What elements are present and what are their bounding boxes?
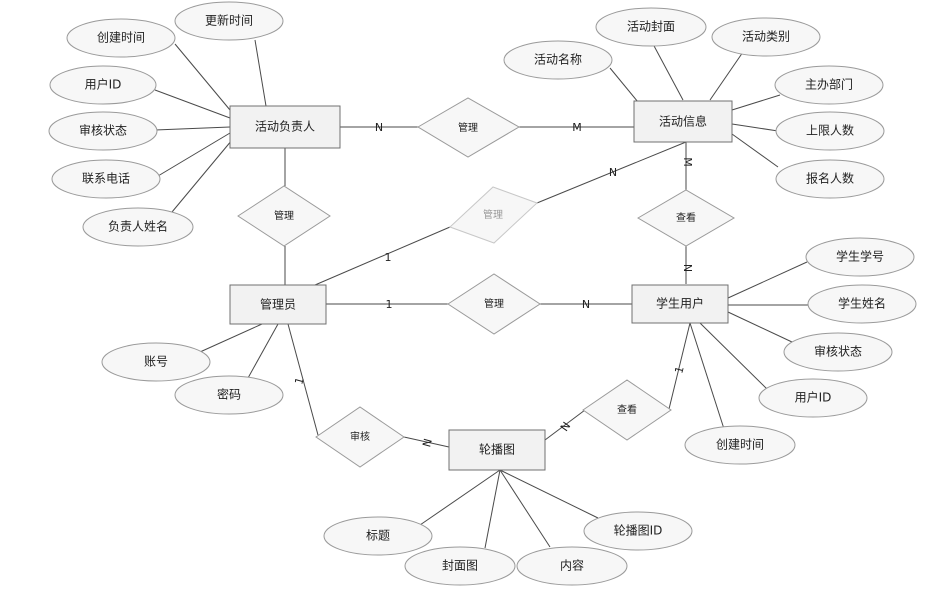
svg-text:主办部门: 主办部门 — [805, 77, 853, 92]
student-attributes: 学生学号 学生姓名 审核状态 用户ID 创建时间 — [684, 237, 917, 465]
cardinality-carousel-view: N — [558, 420, 573, 434]
attribute-owner-name: 负责人姓名 — [82, 207, 194, 247]
svg-text:管理: 管理 — [458, 121, 478, 134]
svg-text:查看: 查看 — [617, 403, 637, 416]
activity-attributes: 活动名称 活动封面 活动类别 主办部门 上限人数 报名人数 — [503, 7, 885, 199]
attribute-title: 标题 — [323, 516, 433, 556]
entities: 活动负责人 活动信息 管理员 学生用户 轮播图 — [229, 100, 733, 471]
attribute-activity-category: 活动类别 — [711, 17, 821, 57]
svg-text:负责人姓名: 负责人姓名 — [108, 219, 168, 234]
svg-text:学生学号: 学生学号 — [836, 249, 884, 264]
attribute-carousel-id: 轮播图ID — [583, 511, 693, 551]
cardinality-activity-manage: M — [572, 121, 582, 134]
relationship-student-view-carousel: 查看 — [582, 379, 672, 441]
relationship-student-view-activity: 查看 — [637, 189, 735, 247]
relationship-admin-manage-activity: 管理 — [449, 186, 538, 244]
attribute-password: 密码 — [174, 375, 284, 415]
cardinality-student-admin-manage: N — [582, 298, 590, 311]
cardinality-admin-review: 1 — [292, 376, 306, 386]
svg-text:管理: 管理 — [483, 208, 503, 221]
relationship-admin-manage-owner: 管理 — [237, 185, 331, 247]
attribute-user-id: 用户ID — [49, 65, 157, 105]
attribute-student-user-id: 用户ID — [758, 378, 868, 418]
svg-text:管理: 管理 — [484, 297, 504, 310]
svg-text:活动封面: 活动封面 — [627, 20, 675, 34]
svg-text:学生姓名: 学生姓名 — [838, 296, 886, 311]
entity-activity-info: 活动信息 — [633, 100, 733, 143]
attribute-student-name: 学生姓名 — [807, 284, 917, 324]
attribute-activity-cover: 活动封面 — [595, 7, 707, 47]
svg-text:更新时间: 更新时间 — [205, 13, 253, 28]
owner-attributes: 创建时间 更新时间 用户ID 审核状态 联系电话 负责人姓名 — [48, 1, 284, 247]
svg-text:内容: 内容 — [560, 558, 584, 573]
svg-text:用户ID: 用户ID — [85, 77, 122, 92]
svg-text:创建时间: 创建时间 — [716, 438, 764, 452]
attribute-created-time: 创建时间 — [66, 18, 176, 58]
attribute-signup-count: 报名人数 — [775, 159, 885, 199]
svg-text:轮播图ID: 轮播图ID — [614, 524, 663, 538]
svg-text:账号: 账号 — [144, 355, 168, 369]
cardinality-activity-admin-manage: N — [609, 166, 617, 179]
svg-text:活动类别: 活动类别 — [742, 30, 790, 44]
svg-text:上限人数: 上限人数 — [806, 123, 854, 138]
svg-text:活动名称: 活动名称 — [534, 52, 582, 67]
svg-text:查看: 查看 — [676, 211, 696, 224]
svg-text:轮播图: 轮播图 — [479, 443, 515, 457]
svg-text:报名人数: 报名人数 — [806, 171, 854, 186]
svg-text:联系电话: 联系电话 — [82, 172, 130, 186]
attribute-student-number: 学生学号 — [805, 237, 915, 277]
cardinality-carousel-review: N — [420, 437, 435, 448]
svg-text:活动负责人: 活动负责人 — [255, 120, 315, 134]
attribute-student-review-status: 审核状态 — [783, 332, 893, 372]
svg-text:标题: 标题 — [366, 529, 390, 543]
svg-text:审核状态: 审核状态 — [814, 344, 862, 359]
svg-text:用户ID: 用户ID — [795, 390, 832, 405]
attribute-host-dept: 主办部门 — [774, 65, 884, 105]
svg-text:管理员: 管理员 — [260, 297, 296, 312]
svg-text:审核状态: 审核状态 — [79, 123, 127, 138]
admin-attributes: 账号 密码 — [101, 342, 284, 415]
svg-text:学生用户: 学生用户 — [656, 296, 704, 311]
relationship-admin-manage-student: 管理 — [447, 273, 541, 335]
relationship-owner-manage-activity: 管理 — [417, 97, 520, 158]
entity-student-user: 学生用户 — [631, 284, 729, 324]
cardinality-student-view: N — [681, 264, 694, 272]
attribute-content: 内容 — [516, 546, 628, 586]
connector-lines — [154, 39, 810, 549]
svg-text:活动信息: 活动信息 — [659, 114, 707, 129]
attribute-student-created-time: 创建时间 — [684, 425, 796, 465]
relationships: 管理 管理 管理 查看 管理 审核 查看 — [237, 97, 735, 468]
cardinality-activity-view: M — [681, 157, 694, 167]
entity-activity-owner: 活动负责人 — [229, 105, 341, 149]
svg-text:创建时间: 创建时间 — [97, 31, 145, 45]
cardinality-owner-manage: N — [375, 121, 383, 134]
attribute-review-status: 审核状态 — [48, 111, 158, 151]
attribute-max-people: 上限人数 — [775, 111, 885, 151]
cardinality-student-carousel-view: 1 — [672, 365, 686, 375]
relationship-admin-review-carousel: 审核 — [315, 406, 405, 468]
cardinality-admin-student-manage: 1 — [386, 298, 393, 311]
carousel-attributes: 标题 封面图 内容 轮播图ID — [323, 511, 693, 586]
svg-text:审核: 审核 — [350, 430, 370, 443]
svg-text:密码: 密码 — [217, 387, 241, 402]
svg-text:管理: 管理 — [274, 209, 294, 222]
entity-carousel: 轮播图 — [448, 429, 546, 471]
attribute-activity-name: 活动名称 — [503, 40, 613, 80]
entity-admin: 管理员 — [229, 284, 327, 325]
cardinality-admin-activity-manage: 1 — [385, 251, 392, 264]
attribute-updated-time: 更新时间 — [174, 1, 284, 41]
attribute-account: 账号 — [101, 342, 211, 382]
attribute-phone: 联系电话 — [51, 159, 161, 199]
svg-text:封面图: 封面图 — [442, 559, 478, 573]
attribute-cover-image: 封面图 — [404, 546, 516, 586]
